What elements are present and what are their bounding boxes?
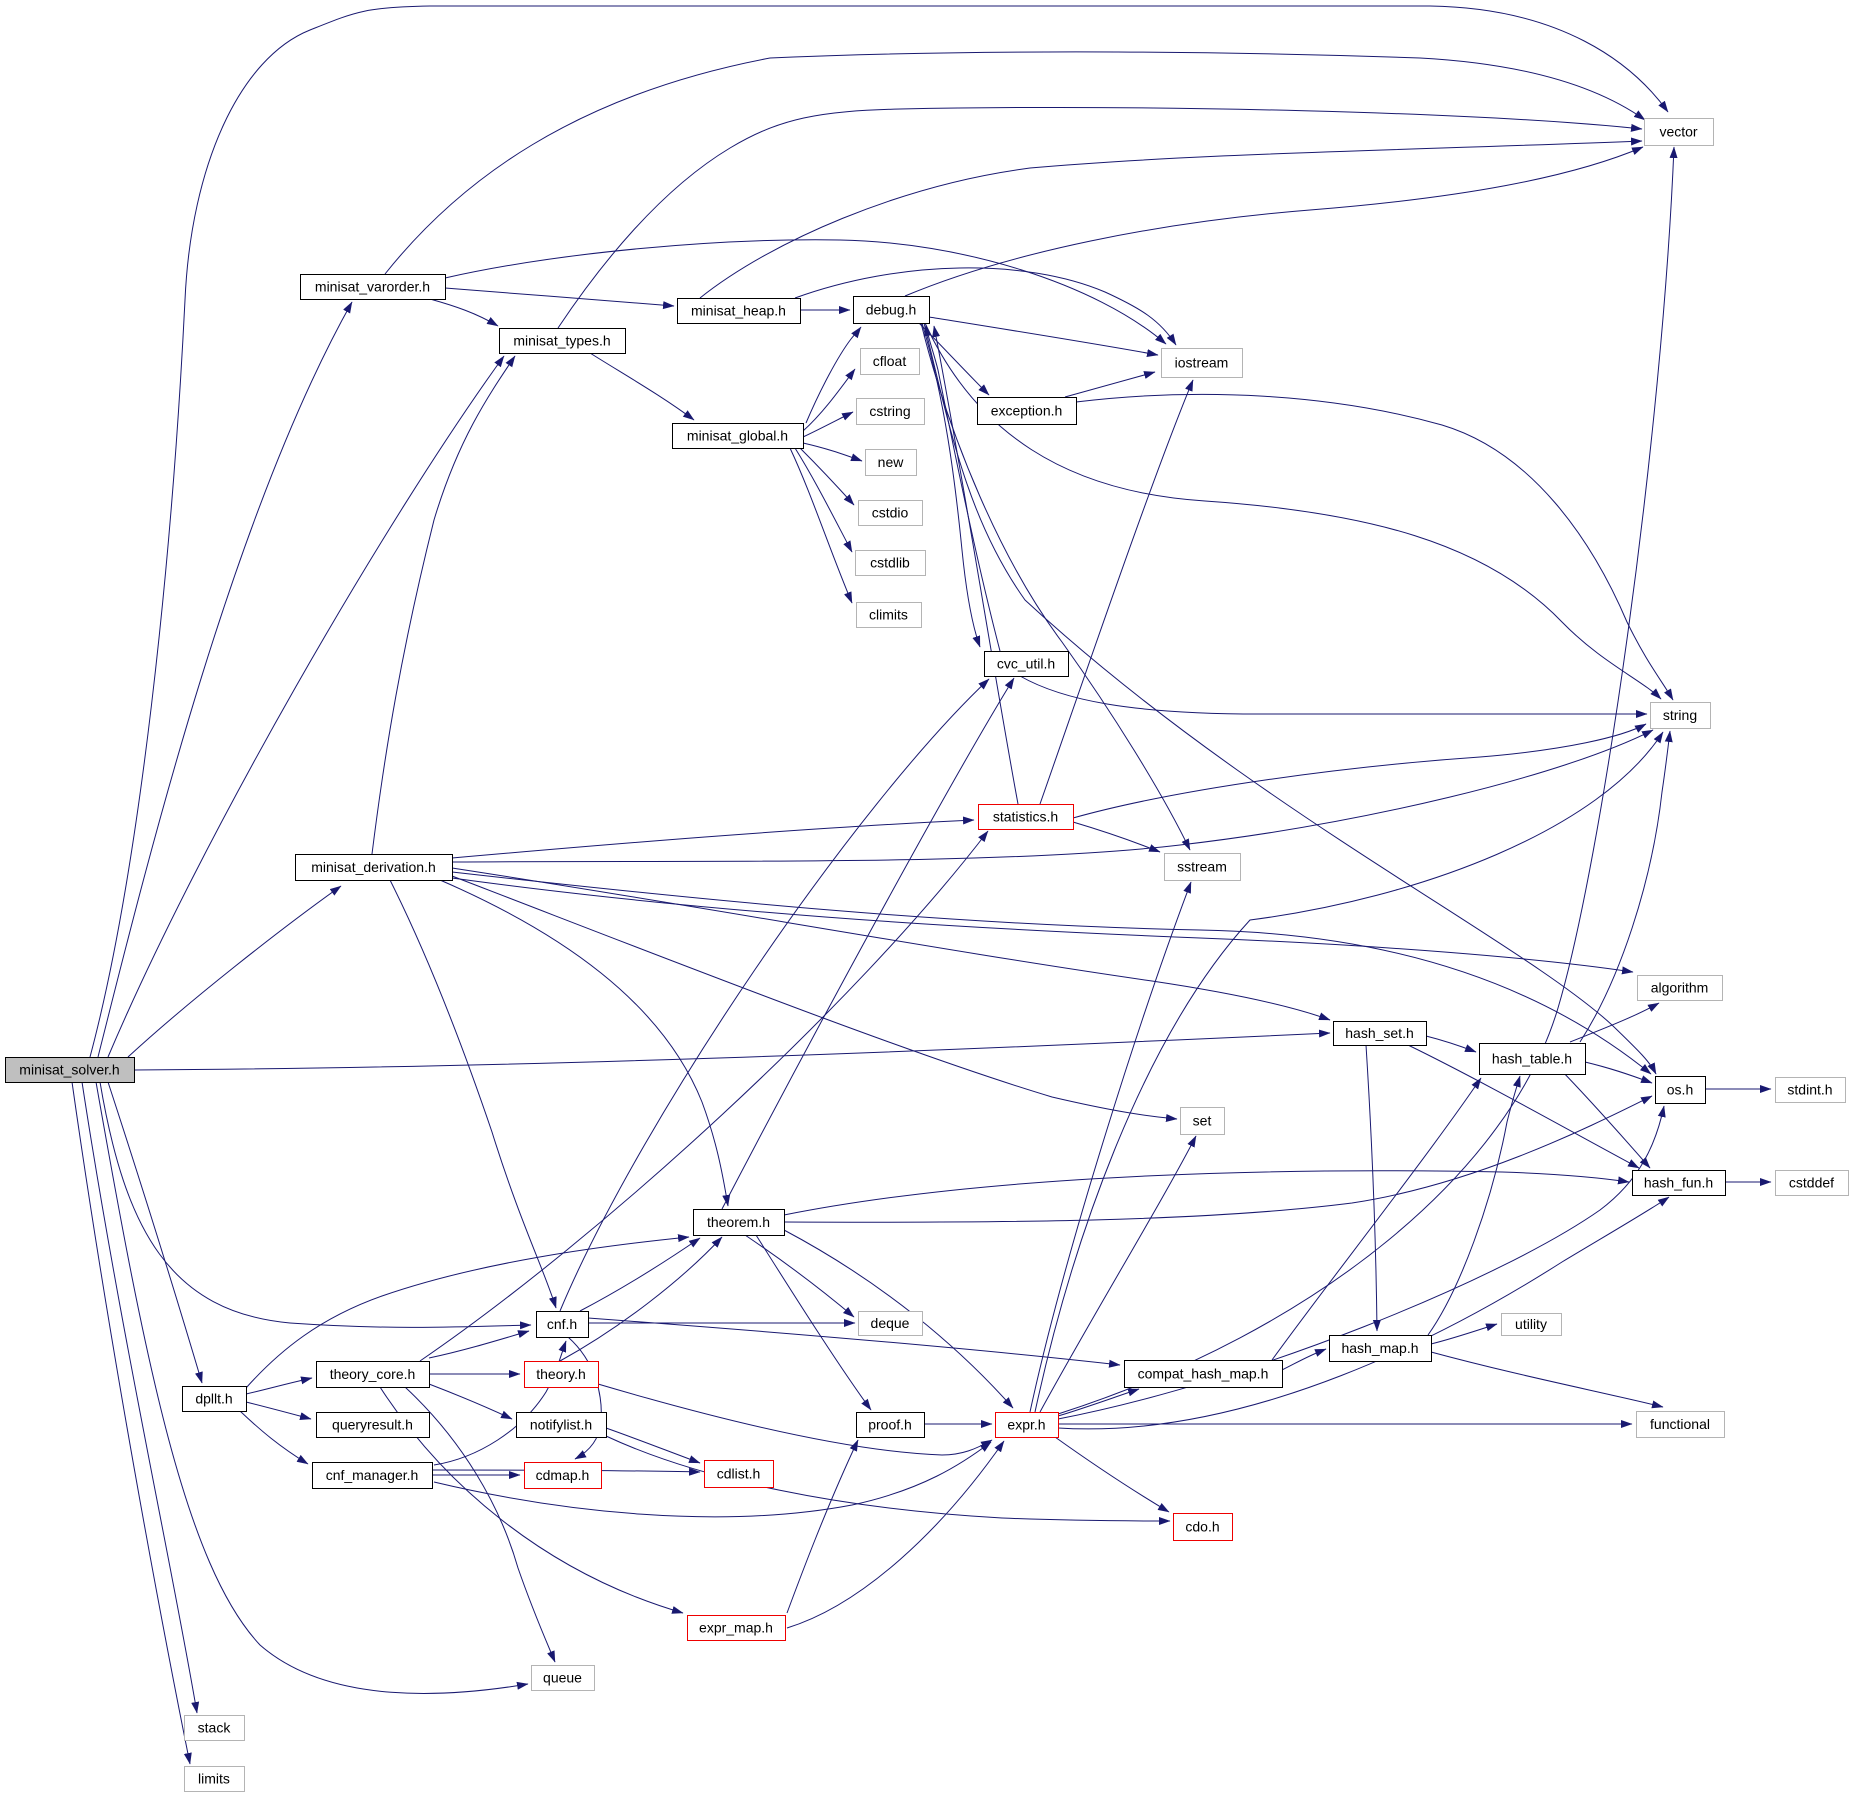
- svg-text:minisat_global.h: minisat_global.h: [687, 428, 788, 444]
- svg-text:stack: stack: [198, 1720, 232, 1736]
- svg-text:hash_set.h: hash_set.h: [1345, 1025, 1414, 1041]
- svg-text:dpllt.h: dpllt.h: [195, 1391, 232, 1407]
- svg-text:cdlist.h: cdlist.h: [717, 1466, 761, 1482]
- svg-text:vector: vector: [1659, 124, 1697, 140]
- svg-text:hash_table.h: hash_table.h: [1492, 1051, 1572, 1067]
- svg-text:minisat_heap.h: minisat_heap.h: [691, 303, 786, 319]
- svg-text:string: string: [1663, 707, 1697, 723]
- svg-text:climits: climits: [869, 607, 908, 623]
- svg-text:cnf_manager.h: cnf_manager.h: [326, 1467, 419, 1483]
- svg-text:cvc_util.h: cvc_util.h: [997, 656, 1055, 672]
- svg-text:debug.h: debug.h: [866, 302, 917, 318]
- svg-text:new: new: [878, 454, 905, 470]
- svg-text:set: set: [1193, 1113, 1212, 1129]
- svg-text:iostream: iostream: [1175, 355, 1229, 371]
- svg-text:cdmap.h: cdmap.h: [536, 1467, 590, 1483]
- svg-text:os.h: os.h: [1667, 1082, 1693, 1098]
- svg-text:theorem.h: theorem.h: [707, 1214, 770, 1230]
- svg-text:expr_map.h: expr_map.h: [699, 1620, 773, 1636]
- svg-text:expr.h: expr.h: [1007, 1417, 1045, 1433]
- svg-text:utility: utility: [1515, 1316, 1547, 1332]
- svg-text:queue: queue: [543, 1670, 582, 1686]
- svg-text:minisat_derivation.h: minisat_derivation.h: [311, 859, 436, 875]
- svg-text:minisat_varorder.h: minisat_varorder.h: [315, 279, 430, 295]
- svg-text:deque: deque: [871, 1315, 910, 1331]
- svg-text:compat_hash_map.h: compat_hash_map.h: [1138, 1366, 1269, 1382]
- svg-text:stdint.h: stdint.h: [1787, 1082, 1832, 1098]
- svg-text:queryresult.h: queryresult.h: [332, 1417, 413, 1433]
- svg-text:sstream: sstream: [1177, 859, 1227, 875]
- svg-text:theory_core.h: theory_core.h: [330, 1366, 416, 1382]
- svg-text:minisat_solver.h: minisat_solver.h: [19, 1062, 119, 1078]
- svg-text:statistics.h: statistics.h: [993, 809, 1058, 825]
- svg-text:cstdio: cstdio: [872, 505, 909, 521]
- svg-text:algorithm: algorithm: [1651, 980, 1709, 996]
- svg-text:cstddef: cstddef: [1789, 1175, 1834, 1191]
- svg-text:cdo.h: cdo.h: [1185, 1519, 1219, 1535]
- svg-text:hash_fun.h: hash_fun.h: [1644, 1175, 1713, 1191]
- svg-text:functional: functional: [1650, 1416, 1710, 1432]
- svg-text:minisat_types.h: minisat_types.h: [513, 333, 610, 349]
- svg-text:cnf.h: cnf.h: [547, 1316, 577, 1332]
- svg-text:cstdlib: cstdlib: [870, 555, 910, 571]
- svg-text:notifylist.h: notifylist.h: [530, 1417, 592, 1433]
- svg-text:limits: limits: [198, 1771, 230, 1787]
- svg-text:proof.h: proof.h: [868, 1417, 912, 1433]
- svg-text:cstring: cstring: [869, 403, 910, 419]
- svg-text:cfloat: cfloat: [873, 353, 907, 369]
- svg-text:theory.h: theory.h: [536, 1366, 586, 1382]
- svg-text:hash_map.h: hash_map.h: [1341, 1340, 1418, 1356]
- svg-text:exception.h: exception.h: [991, 403, 1063, 419]
